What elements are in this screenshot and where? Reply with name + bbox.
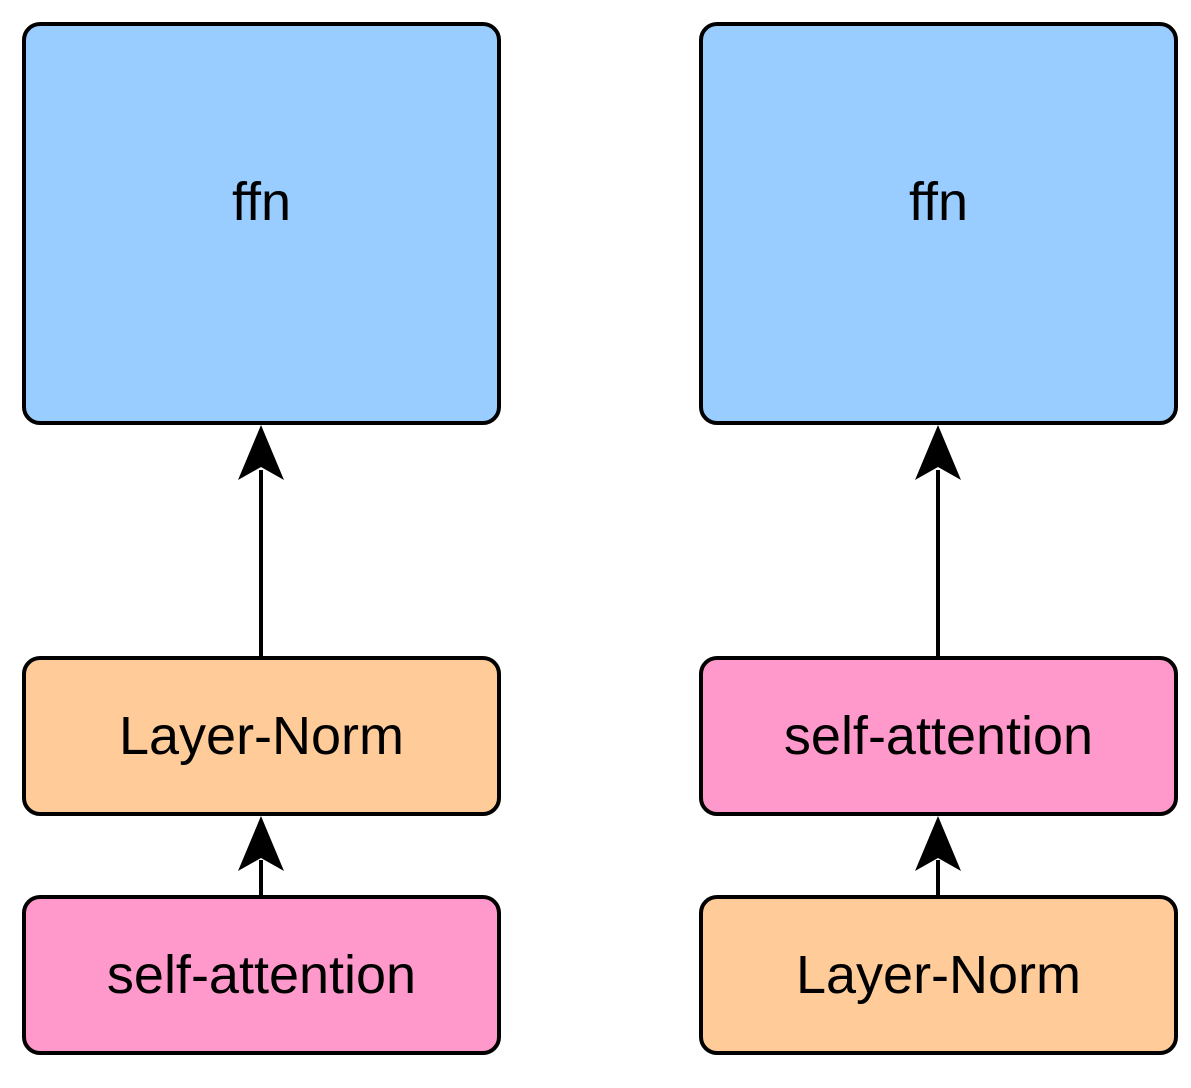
arrow-up-icon <box>915 816 961 871</box>
right-ffn-block: ffn <box>699 22 1178 425</box>
right-arrow-ln-to-sa <box>915 816 961 895</box>
right-self-attention-label: self-attention <box>783 706 1094 766</box>
arrow-up-icon <box>238 816 284 871</box>
left-layer-norm-block: Layer-Norm <box>22 656 501 816</box>
right-layer-norm-block: Layer-Norm <box>699 895 1178 1055</box>
right-ffn-label: ffn <box>908 171 969 232</box>
right-arrow-sa-to-ffn <box>915 425 961 656</box>
left-arrow-ln-to-ffn <box>238 425 284 656</box>
arrow-up-icon <box>238 425 284 480</box>
left-ffn-label: ffn <box>231 171 292 232</box>
left-arrow-sa-to-ln <box>238 816 284 895</box>
left-self-attention-block: self-attention <box>22 895 501 1055</box>
right-self-attention-block: self-attention <box>699 656 1178 816</box>
left-layer-norm-label: Layer-Norm <box>118 706 405 766</box>
left-self-attention-label: self-attention <box>106 945 417 1005</box>
left-ffn-block: ffn <box>22 22 501 425</box>
arrow-up-icon <box>915 425 961 480</box>
right-layer-norm-label: Layer-Norm <box>795 945 1082 1005</box>
